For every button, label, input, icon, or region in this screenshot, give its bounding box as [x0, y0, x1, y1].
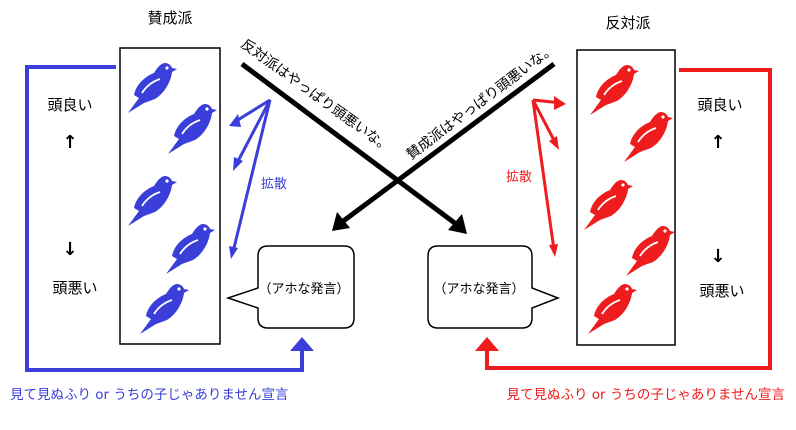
left-footer: 見て見ぬふり or うちの子じゃありません宣言: [10, 387, 289, 403]
right-feedback-arrowhead: [475, 337, 499, 351]
right-feedback-line: [485, 68, 772, 370]
cross-arrowhead-left: [332, 212, 350, 231]
left-arrow-down: ↓: [62, 239, 77, 260]
right-spread-arrows: [531, 98, 563, 251]
right-arrow-up: ↑: [710, 132, 725, 153]
left-feedback-arrowhead: [290, 337, 314, 351]
right-footer: 見て見ぬふり or うちの子じゃありません宣言: [507, 387, 786, 403]
right-spread-arrowheads: [549, 96, 566, 257]
left-speech-text: （アホな発言）: [258, 282, 349, 297]
left-speech-bubble: [225, 245, 355, 329]
right-group-title: 反対派: [605, 14, 650, 32]
left-group-title: 賛成派: [147, 9, 192, 27]
left-spread-label: 拡散: [261, 177, 287, 192]
cross-arrowhead-right: [448, 214, 467, 234]
left-label-dumb: 頭悪い: [52, 279, 97, 297]
right-speech-text: （アホな発言）: [433, 282, 524, 297]
left-spread-arrowheads: [229, 114, 243, 259]
right-speech-bubble: [427, 245, 561, 329]
right-arrow-down: ↓: [710, 246, 725, 267]
right-spread-label: 拡散: [506, 170, 532, 185]
left-arrow-up: ↑: [62, 132, 77, 153]
right-label-dumb: 頭悪い: [699, 282, 744, 300]
right-label-smart: 頭良い: [697, 96, 742, 114]
left-label-smart: 頭良い: [47, 96, 92, 114]
cross-arrow-right-to-left: [340, 61, 556, 225]
left-feedback-line: [25, 65, 304, 372]
cross-arrow-left-to-right: [240, 61, 458, 227]
